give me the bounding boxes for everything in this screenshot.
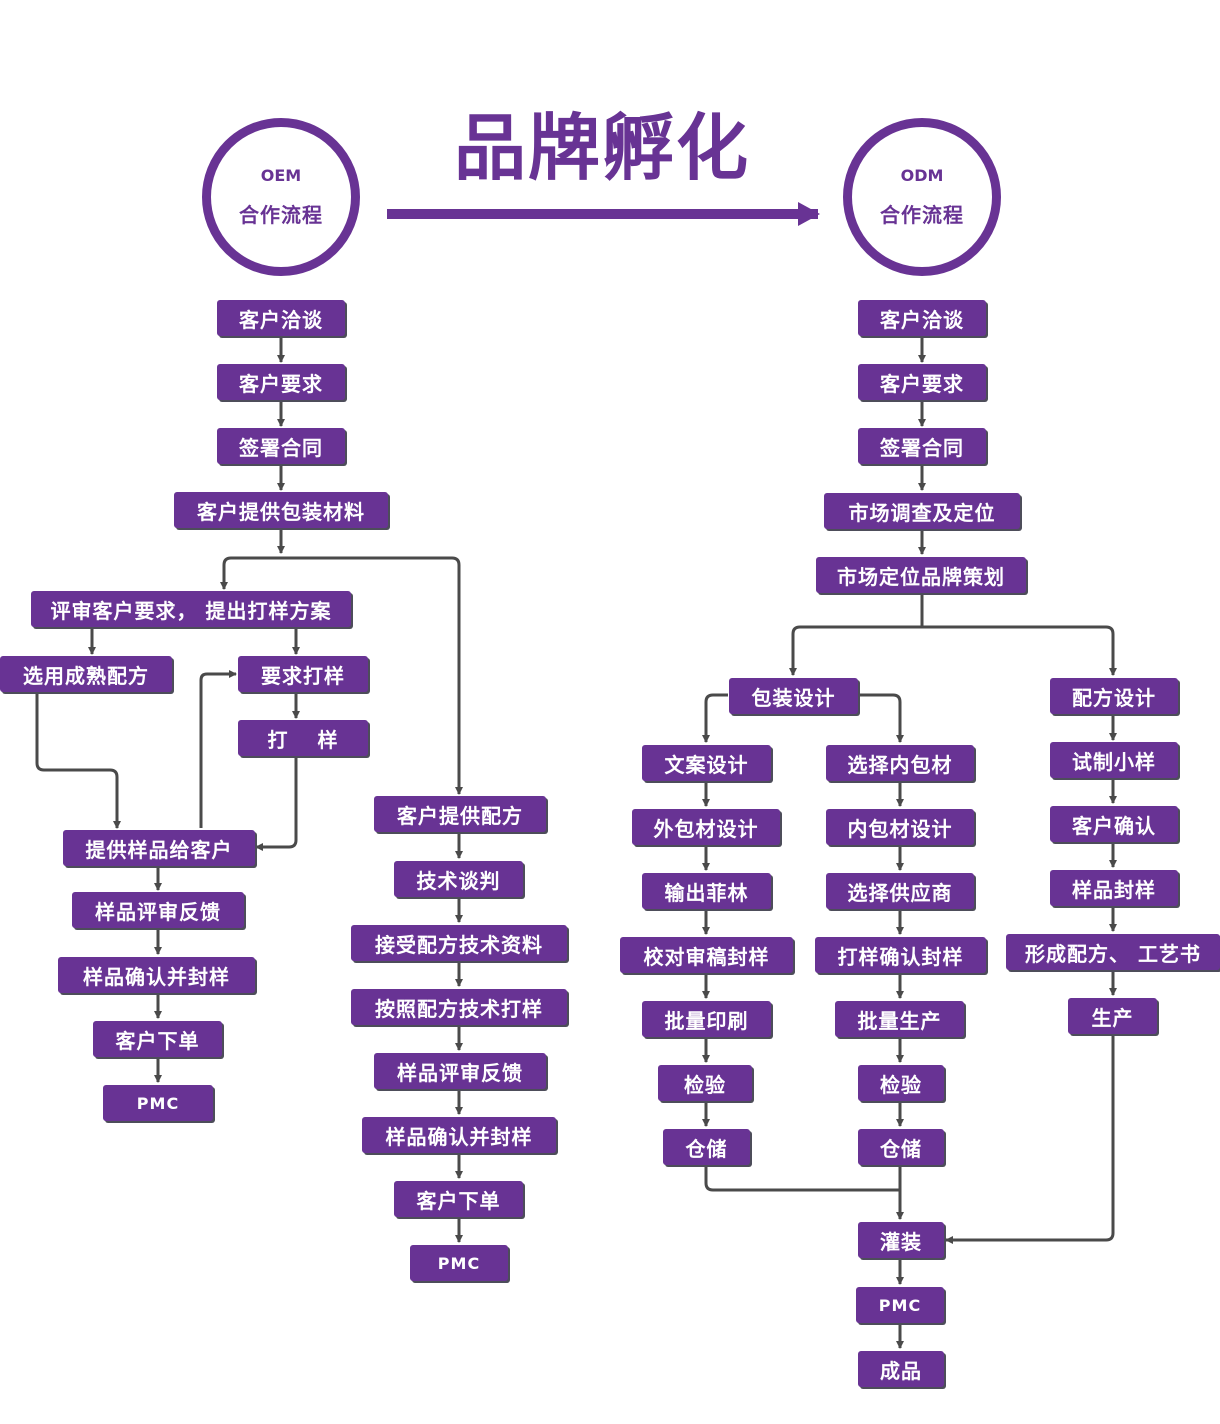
odm-step-packaging-design: 包装设计: [729, 678, 858, 714]
oem-step-customer-order: 客户下单: [93, 1021, 222, 1057]
oem-step-packaging-materials: 客户提供包装材料: [174, 492, 388, 528]
odm-outer-copywriting: 文案设计: [642, 745, 771, 781]
oem-step-negotiation: 客户洽谈: [217, 300, 345, 336]
odm-code: ODM: [900, 166, 944, 185]
odm-outer-proof-seal: 校对审稿封样: [620, 937, 793, 973]
oem-step-contract: 签署合同: [217, 428, 345, 464]
oem-b-step-accept-tech-data: 接受配方技术资料: [351, 925, 567, 961]
oem-step-review-requirements: 评审客户要求， 提出打样方案: [31, 591, 351, 627]
odm-step-contract: 签署合同: [858, 428, 986, 464]
odm-outer-storage: 仓储: [663, 1129, 750, 1165]
odm-inner-sample-confirm: 打样确认封样: [815, 937, 986, 973]
oem-b-step-sample-review: 样品评审反馈: [374, 1053, 546, 1089]
odm-formula-design: 配方设计: [1050, 678, 1178, 714]
odm-inner-packaging-design: 内包材设计: [826, 809, 974, 845]
odm-step-brand-planning: 市场定位品牌策划: [816, 557, 1026, 593]
oem-b-step-tech-negotiation: 技术谈判: [394, 861, 523, 897]
oem-b-step-pmc: PMC: [410, 1245, 508, 1281]
odm-inner-storage: 仓储: [858, 1129, 944, 1165]
oem-step-sampling: 打 样: [238, 720, 368, 756]
odm-outer-inspection: 检验: [658, 1065, 752, 1101]
odm-step-market-research: 市场调查及定位: [824, 493, 1020, 529]
oem-step-requirements: 客户要求: [217, 364, 345, 400]
odm-formula-customer-confirm: 客户确认: [1050, 806, 1178, 842]
oem-b-step-sample-by-formula: 按照配方技术打样: [351, 989, 567, 1025]
page-title: 品牌孵化: [453, 105, 750, 190]
odm-outer-packaging-design: 外包材设计: [632, 809, 780, 845]
odm-circle: ODM 合作流程: [843, 118, 1001, 276]
odm-formula-production: 生产: [1068, 998, 1157, 1034]
oem-circle: OEM 合作流程: [202, 118, 360, 276]
oem-b-step-sample-confirm: 样品确认并封样: [362, 1117, 556, 1153]
oem-code: OEM: [260, 166, 302, 185]
odm-outer-bulk-printing: 批量印刷: [642, 1001, 771, 1037]
odm-inner-select-material: 选择内包材: [826, 745, 974, 781]
odm-inner-select-supplier: 选择供应商: [826, 873, 974, 909]
odm-outer-film-output: 输出菲林: [642, 873, 771, 909]
odm-step-filling: 灌装: [858, 1222, 944, 1258]
odm-step-finished-product: 成品: [858, 1351, 944, 1387]
oem-label: 合作流程: [239, 203, 323, 227]
oem-step-request-sample: 要求打样: [238, 656, 368, 692]
oem-b-step-customer-order: 客户下单: [394, 1181, 523, 1217]
odm-step-requirements: 客户要求: [858, 364, 986, 400]
oem-b-step-customer-formula: 客户提供配方: [374, 796, 546, 832]
odm-inner-bulk-production: 批量生产: [835, 1001, 964, 1037]
odm-formula-process-doc: 形成配方、 工艺书: [1006, 934, 1220, 970]
odm-formula-trial-sample: 试制小样: [1050, 742, 1178, 778]
odm-step-pmc: PMC: [856, 1287, 944, 1323]
oem-step-pmc: PMC: [103, 1085, 213, 1121]
odm-formula-sample-seal: 样品封样: [1050, 870, 1178, 906]
odm-step-negotiation: 客户洽谈: [858, 300, 986, 336]
odm-inner-inspection: 检验: [858, 1065, 944, 1101]
oem-step-sample-confirm: 样品确认并封样: [58, 957, 255, 993]
oem-step-provide-sample: 提供样品给客户: [63, 830, 255, 866]
oem-step-sample-review: 样品评审反馈: [72, 892, 244, 928]
odm-label: 合作流程: [880, 203, 964, 227]
oem-step-mature-formula: 选用成熟配方: [0, 656, 172, 692]
